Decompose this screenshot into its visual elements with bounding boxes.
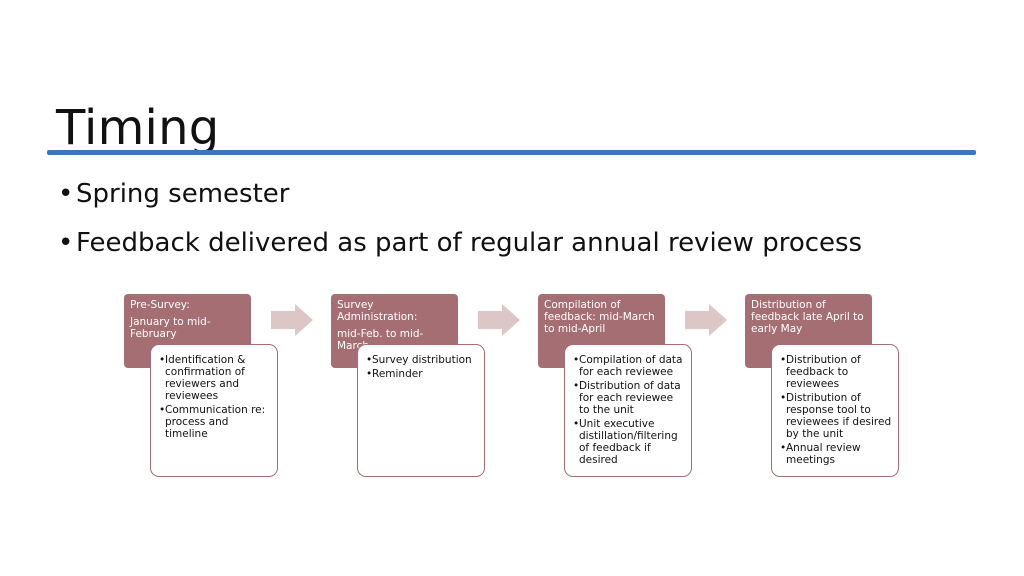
detail-item: Identification & confirmation of reviewe… xyxy=(159,354,271,402)
detail-item: Reminder xyxy=(366,368,478,380)
step-header-line: early May xyxy=(751,323,803,335)
step-header-line: to mid-April xyxy=(544,323,606,335)
step-details-pre-survey: Identification & confirmation of reviewe… xyxy=(150,344,278,477)
step-details-compilation: Compilation of data for each reviewee Di… xyxy=(564,344,692,477)
step-header-line: January to mid- xyxy=(130,316,211,328)
step-header-line: Pre-Survey: xyxy=(130,299,190,311)
step-header-line: feedback: mid-March xyxy=(544,311,655,323)
step-header-line: Compilation of xyxy=(544,299,621,311)
step-details-distribution: Distribution of feedback to reviewees Di… xyxy=(771,344,899,477)
detail-list: Compilation of data for each reviewee Di… xyxy=(573,354,685,466)
bullet-list: •Spring semester •Feedback delivered as … xyxy=(58,179,862,277)
step-header-line: Survey Administration: xyxy=(337,299,418,323)
step-details-survey-administration: Survey distribution Reminder xyxy=(357,344,485,477)
detail-item: Communication re: process and timeline xyxy=(159,404,271,440)
detail-list: Identification & confirmation of reviewe… xyxy=(159,354,271,440)
detail-list: Survey distribution Reminder xyxy=(366,354,478,380)
detail-item: Distribution of response tool to reviewe… xyxy=(780,392,892,440)
bullet-item: •Spring semester xyxy=(58,179,862,210)
step-header-line: feedback late April to xyxy=(751,311,864,323)
right-arrow-icon xyxy=(685,304,727,336)
detail-list: Distribution of feedback to reviewees Di… xyxy=(780,354,892,466)
bullet-mark: • xyxy=(58,179,74,209)
detail-item: Survey distribution xyxy=(366,354,478,366)
detail-item: Distribution of data for each reviewee t… xyxy=(573,380,685,416)
slide-title: Timing xyxy=(56,100,220,157)
detail-item: Distribution of feedback to reviewees xyxy=(780,354,892,390)
bullet-mark: • xyxy=(58,228,74,259)
bullet-item: •Feedback delivered as part of regular a… xyxy=(58,228,862,259)
detail-item: Unit executive distillation/filtering of… xyxy=(573,418,685,466)
detail-item: Compilation of data for each reviewee xyxy=(573,354,685,378)
step-header-line: February xyxy=(130,328,177,340)
right-arrow-icon xyxy=(271,304,313,336)
right-arrow-icon xyxy=(478,304,520,336)
bullet-text: Feedback delivered as part of regular an… xyxy=(76,228,863,259)
bullet-text: Spring semester xyxy=(76,179,290,209)
step-header-line: Distribution of xyxy=(751,299,826,311)
title-rule xyxy=(47,150,976,155)
detail-item: Annual review meetings xyxy=(780,442,892,466)
